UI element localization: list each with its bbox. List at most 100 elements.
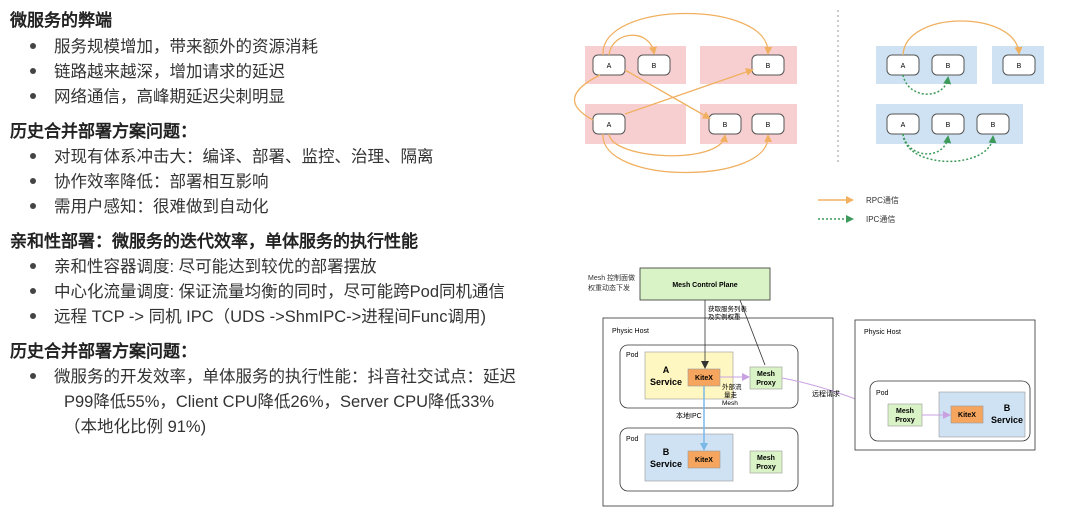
node-a: A: [886, 54, 920, 76]
rpc-arrow: [624, 68, 754, 115]
fetch-note: 获取服务列表: [708, 304, 748, 313]
svg-text:B: B: [663, 447, 670, 457]
bullet: 微服务的开发效率，单体服务的执行性能：抖音社交试点：延迟: [30, 363, 516, 387]
outbound-note: Mesh: [722, 400, 738, 407]
mesh-proxy-a: Mesh Proxy: [749, 366, 783, 390]
bullet-dot: [30, 67, 36, 74]
node-b: B: [708, 113, 742, 135]
bullet-dot: [30, 42, 36, 49]
svg-text:B: B: [652, 63, 657, 70]
pod-label: Pod: [626, 436, 639, 443]
local-ipc-label: 本地IPC: [676, 411, 702, 420]
svg-text:B: B: [946, 63, 951, 70]
control-note: Mesh 控制面做: [588, 273, 635, 282]
rpc-arrow: [602, 133, 773, 174]
bullet: 远程 TCP -> 同机 IPC（UDS ->ShmIPC->进程间Func调用…: [30, 303, 486, 327]
outbound-note: 外部流: [722, 382, 742, 391]
bullet-dot: [30, 152, 36, 159]
node-b: B: [751, 113, 785, 135]
bullet: 中心化流量调度: 保证流量均衡的同时，尽可能跨Pod同机通信: [30, 278, 505, 302]
bullet-dot: [30, 92, 36, 99]
svg-text:Mesh: Mesh: [757, 455, 775, 462]
fetch-note: 及实例权重: [708, 312, 741, 321]
svg-text:A: A: [901, 63, 906, 70]
ipc-arrow: [902, 133, 997, 163]
svg-text:B: B: [1004, 403, 1011, 413]
bullet: 服务规模增加，带来额外的资源消耗: [30, 33, 318, 57]
control-note: 权重动态下发: [588, 283, 630, 292]
bullet-dot: [30, 177, 36, 184]
remote-request-label: 远程请求: [812, 389, 840, 398]
node-b: B: [637, 54, 671, 76]
svg-text:Mesh: Mesh: [757, 371, 775, 378]
bullet-continuation: （本地化比例 91%): [64, 418, 207, 436]
physic-host-label: Physic Host: [864, 329, 901, 336]
kitex-a: KiteX: [687, 368, 721, 387]
node-a: A: [592, 54, 626, 76]
bullet: 亲和性容器调度: 尽可能达到较优的部署摆放: [30, 253, 377, 277]
svg-text:B: B: [946, 122, 951, 129]
rpc-arrow: [608, 133, 728, 157]
rpc-arrow: [608, 34, 657, 56]
section-title-history-problems-2: 历史合并部署方案问题：: [10, 342, 197, 361]
bullet-dot: [30, 312, 36, 319]
node-b: B: [1002, 54, 1036, 76]
mesh-proxy-b-local: Mesh Proxy: [749, 450, 783, 474]
svg-text:KiteX: KiteX: [695, 457, 713, 464]
node-a: A: [592, 113, 626, 135]
rpc-arrow: [624, 69, 711, 119]
bullet: 需用户感知：很难做到自动化: [30, 193, 269, 217]
svg-text:A: A: [607, 63, 612, 70]
svg-text:Service: Service: [991, 415, 1023, 425]
section-title-affinity-deployment: 亲和性部署：微服务的迭代效率，单体服务的执行性能: [10, 232, 418, 251]
bullet-dot: [30, 202, 36, 209]
rpc-arrow: [902, 20, 1023, 56]
bullet-dot: [30, 287, 36, 294]
svg-text:A: A: [901, 122, 906, 129]
svg-text:Mesh Control Plane: Mesh Control Plane: [672, 282, 737, 289]
ipc-arrow: [902, 74, 952, 95]
svg-text:Service: Service: [650, 377, 682, 387]
rpc-arrow: [574, 74, 601, 121]
mesh-control-plane: Mesh Control Plane: [639, 267, 771, 301]
bullet: 协作效率降低：部署相互影响: [30, 168, 269, 192]
svg-text:KiteX: KiteX: [958, 412, 976, 419]
pod-label: Pod: [626, 352, 639, 359]
svg-text:B: B: [766, 63, 771, 70]
legend-rpc-label: RPC通信: [866, 195, 899, 205]
ipc-arrow: [902, 133, 952, 155]
svg-text:A: A: [607, 122, 612, 129]
section-title-history-problems: 历史合并部署方案问题：: [10, 122, 197, 141]
bullet: 链路越来越深，增加请求的延迟: [30, 58, 285, 82]
bullet-dot: [30, 262, 36, 269]
node-b: B: [751, 54, 785, 76]
config-arrow: [739, 299, 766, 366]
svg-text:B: B: [723, 122, 728, 129]
pod-label: Pod: [876, 390, 889, 397]
svg-text:A: A: [663, 365, 670, 375]
outbound-note: 量走: [724, 391, 738, 399]
node-b: B: [931, 113, 965, 135]
bullet: 网络通信，高峰期延迟尖刺明显: [30, 83, 285, 107]
svg-text:B: B: [766, 122, 771, 129]
svg-text:B: B: [1017, 63, 1022, 70]
bullet-continuation: P99降低55%，Client CPU降低26%，Server CPU降低33%: [64, 393, 495, 411]
svg-text:Mesh: Mesh: [896, 408, 914, 415]
bullet-dot: [30, 372, 36, 379]
physic-host-label: Physic Host: [612, 328, 649, 335]
section-title-microservice-drawbacks: 微服务的弊端: [10, 11, 112, 30]
bullet: 对现有体系冲击大：编译、部署、监控、治理、隔离: [30, 143, 434, 167]
svg-text:Proxy: Proxy: [756, 464, 776, 471]
kitex-remote: KiteX: [950, 405, 984, 424]
kitex-b-local: KiteX: [687, 450, 721, 469]
svg-text:B: B: [991, 122, 996, 129]
mesh-proxy-remote: Mesh Proxy: [887, 403, 923, 427]
rpc-arrow: [602, 12, 773, 56]
svg-text:KiteX: KiteX: [695, 375, 713, 382]
svg-text:Proxy: Proxy: [895, 417, 915, 424]
node-a: A: [886, 113, 920, 135]
svg-text:Proxy: Proxy: [756, 380, 776, 387]
node-b: B: [931, 54, 965, 76]
legend-ipc-label: IPC通信: [866, 214, 895, 224]
